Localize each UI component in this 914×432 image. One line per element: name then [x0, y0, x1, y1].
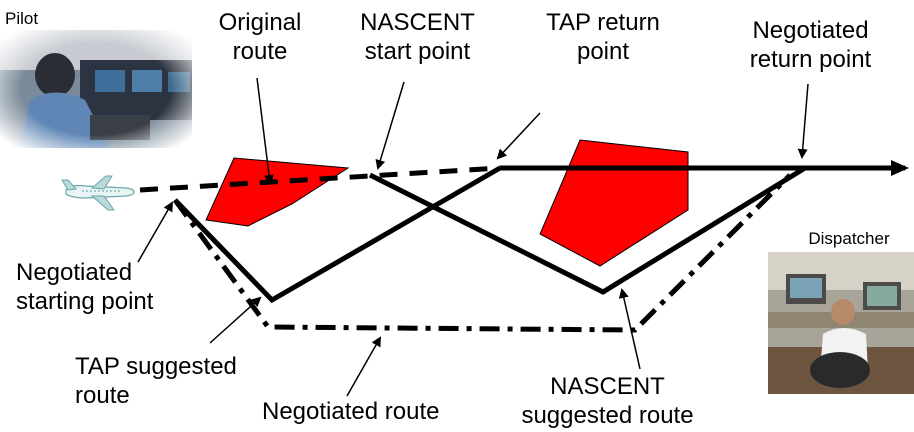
tap-suggested-route-line [173, 165, 502, 304]
tap-return-callout-arrow [496, 112, 541, 160]
nascent-suggested-callout-arrow [618, 288, 641, 370]
negotiated-start-callout-arrow [137, 201, 173, 263]
pilot-photo [0, 30, 192, 148]
nascent-start-point-label: NASCENT start point [360, 9, 475, 65]
original-route-callout-arrow [256, 77, 274, 185]
tap-suggested-route-label: TAP suggested route [75, 353, 237, 409]
tap-return-point-label: TAP return point [546, 9, 660, 65]
negotiated-starting-point-label: Negotiated starting point [16, 259, 154, 315]
dispatcher-office-photo [768, 252, 914, 394]
weather-obstacle-left [205, 157, 350, 227]
original-route-line [139, 165, 501, 193]
negotiated-route-label: Negotiated route [262, 398, 440, 425]
pilot-cockpit-photo [0, 30, 192, 148]
nascent-suggested-route-line [368, 165, 807, 295]
pilot-label: Pilot [5, 9, 39, 28]
negotiated-route-line [172, 173, 792, 333]
negotiated-route-callout-arrow [346, 336, 381, 397]
dispatcher-label: Dispatcher [808, 229, 890, 248]
nascent-suggested-route-label: NASCENT suggested route [521, 373, 694, 429]
weather-obstacle-right [539, 139, 689, 267]
negotiated-return-callout-arrow [797, 83, 809, 159]
negotiated-return-point-label: Negotiated return point [749, 17, 872, 73]
airplane-icon [61, 175, 135, 211]
tap-suggested-callout-arrow [209, 296, 262, 344]
nascent-start-callout-arrow [375, 81, 405, 170]
dispatcher-photo [768, 252, 914, 394]
original-route-label: Original route [218, 9, 302, 65]
